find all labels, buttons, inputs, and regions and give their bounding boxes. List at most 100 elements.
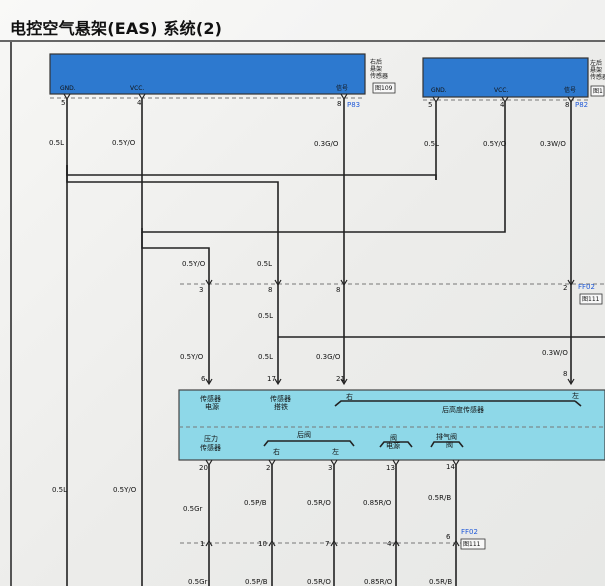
ff02-top-label: FF02 xyxy=(578,283,595,291)
pressure-sensor-label-1: 压力 xyxy=(204,434,218,443)
right-signal-label: 0.3W/O xyxy=(542,349,568,357)
valve-power-line xyxy=(379,441,413,448)
exhaust-valve-line xyxy=(430,441,464,448)
bottom-label-b5-bottom: 0.5R/B xyxy=(429,578,452,586)
bottom-up-arrow-3 xyxy=(330,539,338,547)
left-gnd-pin-number: 5 xyxy=(61,99,65,107)
bottom-4-number: 4 xyxy=(387,540,392,548)
ff02-bottom-ref-text: 图111 xyxy=(463,541,481,548)
top-right-signal-label: 0.3W/O xyxy=(540,140,566,148)
mid-8b-number: 8 xyxy=(336,286,340,294)
top-left-vcc-label: 0.5Y/O xyxy=(112,139,136,147)
bottom-3-number: 3 xyxy=(328,464,332,472)
bottom-label-b4-bottom: 0.85R/O xyxy=(364,578,393,586)
right-signal-pin-number: 8 xyxy=(565,101,569,109)
ecu-6-number: 6 xyxy=(201,375,206,383)
right-gnd-arrow xyxy=(432,96,440,104)
mid-vcc-label: 0.5Y/O xyxy=(182,260,206,268)
lower-signal-label: 0.3G/O xyxy=(316,353,341,361)
rear-height-sensor-label: 后高度传感器 xyxy=(442,405,484,414)
ecu-right-arrow xyxy=(567,378,575,386)
bottom-up-arrow-4 xyxy=(392,539,400,547)
exhaust-valve-label-1: 排气阀 xyxy=(436,432,457,441)
ff02-top-ref-text: 图111 xyxy=(582,296,600,303)
bottom-label-b5: 0.5R/B xyxy=(428,494,451,502)
left-ref-text: 图109 xyxy=(375,85,393,92)
mid-right-arrow xyxy=(567,279,575,287)
left-connector-code: P83 xyxy=(347,101,360,109)
bottom-20-number: 20 xyxy=(199,464,208,472)
left-side-label-3: 传感器 xyxy=(370,72,388,80)
left-side-label-1: 右后 xyxy=(370,58,382,66)
title-bar: 电控空气悬架(EAS) 系统(2) xyxy=(0,0,605,42)
mid-2-number: 2 xyxy=(563,284,567,292)
bottom-label-b2: 0.5P/B xyxy=(244,499,267,507)
bottom-label-b2-bottom: 0.5P/B xyxy=(245,578,268,586)
left-vcc-pin-label: VCC. xyxy=(130,85,144,92)
left-side-label-2: 悬架 xyxy=(370,65,382,73)
sensor-ground-label-1: 传感器 xyxy=(270,394,291,403)
top-right-vcc-label: 0.5Y/O xyxy=(483,140,507,148)
mid-signal-arrow xyxy=(340,279,348,287)
bottom-1-number: 1 xyxy=(200,540,204,548)
bottom-up-arrow-5 xyxy=(452,539,460,547)
top-left-signal-label: 0.3G/O xyxy=(314,140,339,148)
ff02-top-ref-box xyxy=(579,293,603,305)
mid-gnd-label: 0.5L xyxy=(257,260,272,268)
ff02-bottom-ref-box xyxy=(460,538,486,550)
left-gnd-pin-label: GND. xyxy=(60,85,76,92)
sensor-ground-label-2: 搭铁 xyxy=(274,402,288,411)
bottom-2-number: 2 xyxy=(266,464,270,472)
ecu-21-number: 21 xyxy=(336,375,345,383)
rear-height-sensor-top-end xyxy=(574,400,582,407)
bottom-up-arrow-1 xyxy=(205,539,213,547)
bottom-7-number: 7 xyxy=(325,540,329,548)
left-signal-pin-label: 信号 xyxy=(336,84,348,92)
bottom-14-number: 14 xyxy=(446,463,455,471)
rear-valve-right-label: 右 xyxy=(273,447,280,456)
ecu-signal-arrow xyxy=(340,378,348,386)
ecu-gnd-arrow xyxy=(274,378,282,386)
mid-8a-number: 8 xyxy=(268,286,272,294)
right-side-label-2: 悬架 xyxy=(590,66,602,74)
right-side-label-3: 传感器 xyxy=(590,73,605,81)
left-signal-pin-number: 8 xyxy=(337,100,341,108)
right-gnd-pin-label: GND. xyxy=(431,87,447,94)
rear-valve-line xyxy=(263,440,355,447)
mid-vcc-arrow xyxy=(205,279,213,287)
rear-height-sensor-top-line xyxy=(334,400,575,407)
right-ref-box xyxy=(590,85,605,97)
bottom-6-number: 6 xyxy=(446,533,451,541)
right-connector-code: P82 xyxy=(575,101,588,109)
left-vcc-pin-number: 4 xyxy=(137,99,142,107)
exhaust-valve-label-2: 阀 xyxy=(446,440,453,449)
vcc-route-center xyxy=(141,232,210,383)
valve-power-label-2: 电源 xyxy=(386,441,400,450)
right-vcc-pin-label: VCC. xyxy=(494,87,508,94)
ecu-vcc-arrow xyxy=(205,378,213,386)
bottom-label-b1-bottom: 0.5Gr xyxy=(188,578,208,586)
lower-gnd-label: 0.5L xyxy=(258,353,273,361)
right-side-label-1: 左后 xyxy=(590,59,602,67)
right-ref-text: 图1 xyxy=(593,88,603,95)
left-ref-box xyxy=(372,82,396,94)
bottom-left-vcc-label: 0.5Y/O xyxy=(113,486,137,494)
vcc-route-right-top xyxy=(141,228,506,233)
rear-height-right-label: 右 xyxy=(346,392,353,401)
bottom-label-b4: 0.85R/O xyxy=(363,499,392,507)
bottom-label-b3: 0.5R/O xyxy=(307,499,331,507)
bottom-13-number: 13 xyxy=(386,464,395,472)
ecu-8-number: 8 xyxy=(563,370,567,378)
top-left-gnd-label: 0.5L xyxy=(49,139,64,147)
ecu-17-number: 17 xyxy=(267,375,276,383)
bottom-left-gnd-label: 0.5L xyxy=(52,486,67,494)
right-signal-pin-label: 信号 xyxy=(564,86,576,94)
bottom-up-arrow-2 xyxy=(268,539,276,547)
rear-valve-left-label: 左 xyxy=(332,447,339,456)
mid-3-number: 3 xyxy=(199,286,203,294)
valve-power-label-1: 阀 xyxy=(390,433,397,442)
bottom-label-b3-bottom: 0.5R/O xyxy=(307,578,331,586)
bottom-10-number: 10 xyxy=(258,540,267,548)
left-frame-line xyxy=(10,42,12,586)
